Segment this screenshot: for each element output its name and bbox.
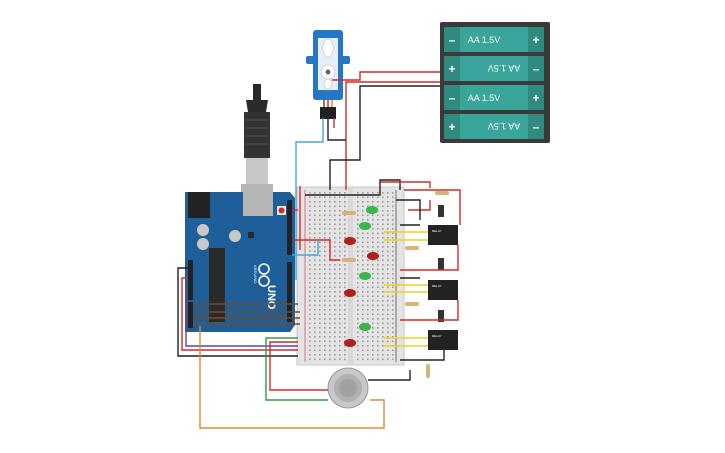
resistors [342,191,449,378]
leds [344,206,379,347]
relay-3: RELAY [428,330,458,350]
svg-text:RELAY: RELAY [432,284,442,288]
resistor-6 [426,364,430,378]
svg-text:RELAY: RELAY [432,334,442,338]
svg-text:+: + [448,62,455,76]
battery-cell-2: + AA 1.5V – [444,56,544,81]
arduino-model-text: UNO [265,285,277,310]
svg-text:+: + [532,33,539,47]
battery-cell-label: AA 1.5V [468,93,501,103]
led-red-1 [344,237,356,245]
slide-switch-3 [438,310,444,322]
led-green-2 [359,222,371,230]
relays: RELAY RELAY RELAY [428,205,458,350]
resistor-4 [405,302,419,306]
resistor-3 [405,246,419,250]
resistor-5 [435,191,449,195]
battery-cell-4: + AA 1.5V – [444,114,544,139]
wires [177,71,461,429]
led-green-3 [359,272,371,280]
relay-2: RELAY [428,280,458,300]
battery-pack[interactable]: – AA 1.5V + + AA 1.5V – – AA 1.5V + + [440,22,550,143]
resistor-1 [342,211,356,215]
svg-text:+: + [448,120,455,134]
slide-switch-2 [438,258,444,270]
led-green-1 [366,206,378,214]
svg-text:–: – [533,120,540,134]
slide-switch-1 [438,205,444,217]
battery-cell-3: – AA 1.5V + [444,85,544,110]
battery-cell-label: AA 1.5V [488,63,521,73]
led-red-3 [344,289,356,297]
led-red-4 [344,339,356,347]
svg-text:–: – [449,91,456,105]
relay-1: RELAY [428,225,458,245]
battery-cell-1: – AA 1.5V + [444,27,544,52]
svg-text:+: + [532,91,539,105]
led-green-4 [359,323,371,331]
battery-cell-label: AA 1.5V [468,35,501,45]
servo-motor[interactable] [306,30,350,119]
led-red-2 [367,252,379,260]
battery-cell-label: AA 1.5V [488,121,521,131]
arduino-brand-text: ARDUINO [253,265,258,283]
resistor-2 [342,258,356,262]
breadboard [296,186,405,366]
svg-text:–: – [533,62,540,76]
gas-sensor [327,367,369,409]
svg-text:–: – [449,33,456,47]
svg-text:RELAY: RELAY [432,229,442,233]
arduino-uno-board[interactable]: ARDUINO UNO [185,190,295,332]
